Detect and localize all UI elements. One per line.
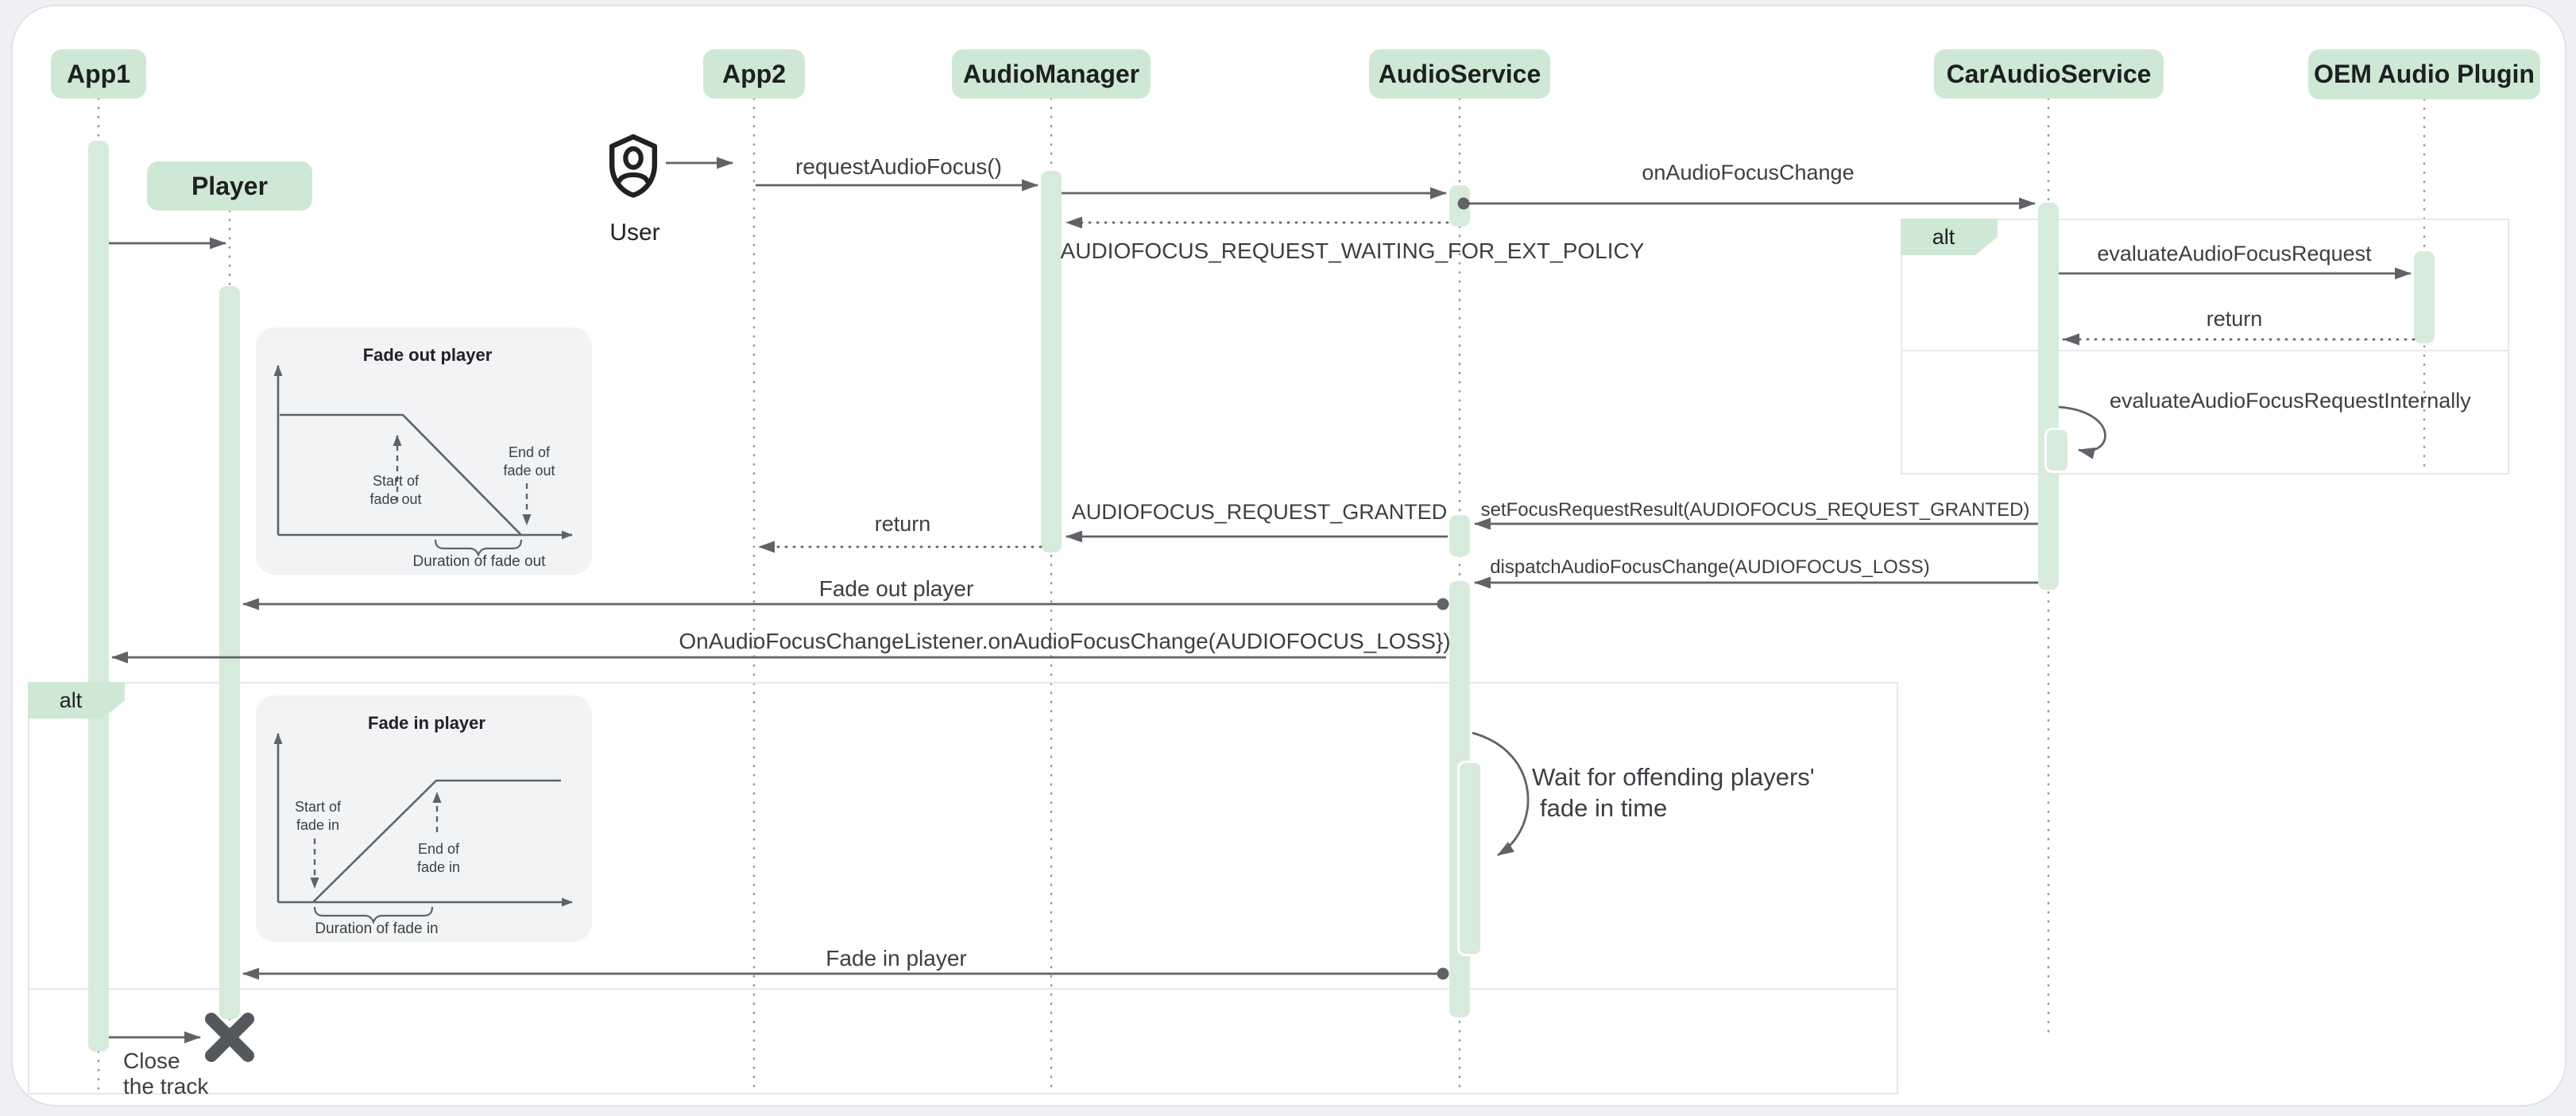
participant-label: AudioManager: [962, 59, 1140, 88]
volume-curve: [280, 413, 522, 536]
participant-label: Player: [191, 171, 269, 200]
message-label-waiting-for-ext-policy: AUDIOFOCUS_REQUEST_WAITING_FOR_EXT_POLIC…: [1060, 238, 1645, 263]
message-label-on-audio-focus-change: onAudioFocusChange: [1642, 161, 1855, 184]
frame-label-alt-lower: alt: [28, 682, 125, 719]
chart-label: Start of: [373, 473, 420, 489]
person-shoulders: [617, 172, 650, 184]
message-label-set-focus-request-result: setFocusRequestResult(AUDIOFOCUS_REQUEST…: [1480, 499, 2030, 521]
frame-divider-alt-lower: [29, 988, 1897, 990]
frame-label-text: alt: [59, 688, 83, 712]
chart-title: Fade out player: [363, 345, 493, 365]
chart-label: fade out: [369, 491, 421, 507]
frame-alt-upper: [1901, 219, 2509, 475]
activation-app1: [88, 141, 109, 1052]
close-the-track-label: the track: [123, 1074, 209, 1099]
message-origin-dot-on-audio-focus-change: [1457, 197, 1470, 210]
duration-brace: [434, 539, 523, 557]
self-call-label-evaluate-internally: evaluateAudioFocusRequestInternally: [2110, 389, 2471, 413]
message-label-return-oem: return: [2206, 307, 2263, 331]
participant-player: Player: [147, 161, 312, 211]
destroy-x-icon: [205, 1013, 254, 1062]
activation-caraudioservice-self: [2044, 428, 2070, 473]
shield-person-icon: [609, 134, 658, 198]
message-label-fade-in-player: Fade in player: [826, 946, 967, 971]
chart-label: fade out: [503, 463, 555, 479]
participant-label: CarAudioService: [1946, 59, 2152, 88]
chart-label: Start of: [295, 799, 342, 815]
activation-audioservice-wait: [1457, 761, 1483, 956]
frame-label-alt-upper: alt: [1901, 219, 1998, 255]
message-label-audiofocus-request-granted: AUDIOFOCUS_REQUEST_GRANTED: [1071, 500, 1448, 524]
message-origin-dot-fade-out-player: [1437, 598, 1449, 610]
participant-oem-audio-plugin: OEM Audio Plugin: [2308, 49, 2540, 99]
chart-title: Fade in player: [368, 713, 485, 733]
message-label-dispatch-audio-focus-change: dispatchAudioFocusChange(AUDIOFOCUS_LOSS…: [1490, 556, 1930, 578]
duration-brace: [313, 906, 434, 924]
self-call-label-wait-for-fade-in: Wait for offending players': [1532, 763, 1815, 791]
participant-caraudioservice: CarAudioService: [1934, 49, 2164, 99]
frame-alt-lower: [28, 682, 1898, 1095]
activation-caraudioservice: [2038, 203, 2059, 590]
frame-divider-alt-upper: [1902, 350, 2508, 351]
shield-outline: [609, 134, 658, 198]
message-label-on-audio-focus-change-listener: OnAudioFocusChangeListener.onAudioFocusC…: [679, 629, 1451, 653]
participant-audioservice: AudioService: [1369, 49, 1550, 99]
frame-label-text: alt: [1932, 224, 1955, 249]
participant-audiomanager: AudioManager: [952, 49, 1151, 99]
self-call-wait-for-fade-in: [1472, 731, 1530, 857]
user-actor: [607, 134, 659, 199]
chart-caption: Duration of fade out: [413, 553, 547, 570]
activation-oem-audio-plugin: [2414, 251, 2435, 343]
self-call-evaluate-internally: [2058, 405, 2106, 459]
person-head: [623, 146, 644, 170]
participant-app1: App1: [51, 49, 146, 99]
self-call-label-wait-for-fade-in: fade in time: [1540, 794, 1668, 822]
message-origin-dot-fade-in-player: [1437, 967, 1449, 980]
activation-player: [219, 286, 240, 1019]
activation-audioservice-2: [1449, 515, 1470, 556]
participant-label: App2: [722, 59, 786, 88]
message-label-request-audio-focus: requestAudioFocus(): [795, 154, 1002, 179]
chart-caption: Duration of fade in: [315, 920, 438, 937]
chart-label: End of: [509, 444, 551, 460]
close-the-track-label: Close: [123, 1048, 180, 1073]
message-label-fade-out-player: Fade out player: [818, 576, 974, 601]
activation-audiomanager: [1041, 171, 1062, 552]
participant-label: OEM Audio Plugin: [2314, 60, 2535, 88]
participant-app2: App2: [703, 49, 805, 99]
chart-label: fade in: [296, 817, 339, 833]
user-label: User: [609, 219, 660, 246]
participant-label: AudioService: [1378, 59, 1541, 88]
message-label-evaluate-audio-focus-request: evaluateAudioFocusRequest: [2097, 242, 2372, 265]
chart-label: End of: [418, 841, 460, 857]
participant-label: App1: [67, 59, 130, 88]
chart-label: fade in: [417, 859, 460, 875]
volume-curve: [312, 779, 561, 903]
message-label-return-audiomanager: return: [874, 512, 931, 536]
